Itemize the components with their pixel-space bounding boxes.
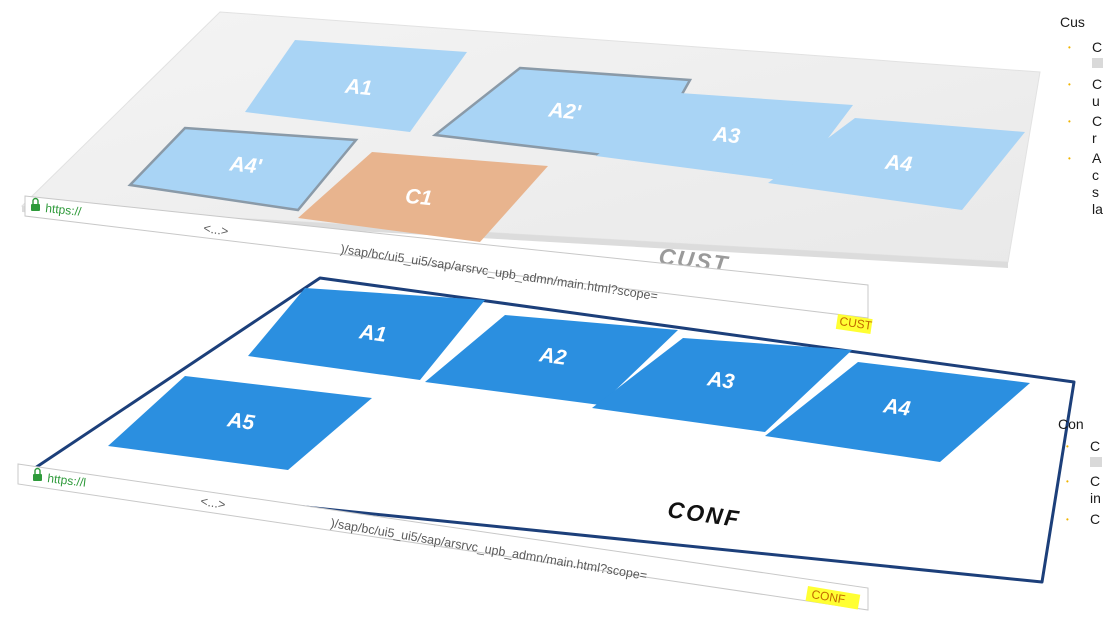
cust-tile-c1-label: C1	[404, 185, 433, 211]
conf-tile-a4	[765, 362, 1030, 462]
conf-url-scheme: https://l	[47, 471, 87, 490]
cust-side-line: s	[1092, 184, 1099, 200]
conf-tile-a2	[425, 315, 678, 405]
cust-url-ellipsis: <...>	[203, 221, 230, 238]
cust-tile-a4-label: A4	[883, 151, 913, 177]
conf-side-line: C	[1058, 473, 1102, 490]
conf-tile-a1-label: A1	[357, 320, 388, 347]
conf-side-placeholder	[1090, 457, 1102, 467]
cust-scope-highlight	[835, 314, 873, 335]
cust-side-line: A	[1060, 150, 1103, 167]
cust-layer: A1 A2' A3 A4 A4' C1 CUST https:// <...> …	[20, 11, 1041, 335]
conf-tile-a2-label: A2	[537, 343, 568, 370]
cust-tile-a3	[596, 93, 853, 182]
conf-side-line: C	[1058, 438, 1102, 455]
cust-side-panel: Cus C C u C r A c s la	[1060, 14, 1103, 218]
conf-url-ellipsis: <...>	[200, 494, 227, 512]
conf-side-panel: Con C C in C	[1058, 416, 1102, 528]
cust-tile-a4	[768, 118, 1025, 210]
cust-url-scope: CUST	[839, 314, 874, 333]
conf-layer: A1 A2 A3 A4 A5 CONF https://l <...> )/sa…	[17, 276, 1076, 611]
conf-tile-a5	[108, 376, 372, 470]
conf-tile-a5-label: A5	[225, 408, 256, 435]
cust-tile-a1-label: A1	[343, 75, 373, 101]
cust-side-line: C	[1060, 76, 1103, 93]
cust-side-line: c	[1092, 167, 1099, 183]
cust-side-heading: Cus	[1060, 14, 1085, 30]
lock-icon	[31, 197, 40, 211]
cust-tile-a2-modified-label: A2'	[547, 98, 583, 124]
lock-icon	[33, 467, 42, 481]
cust-side-line: u	[1092, 93, 1100, 109]
cust-tile-a3-label: A3	[711, 123, 741, 149]
conf-tile-a1	[248, 288, 485, 380]
cust-side-placeholder	[1092, 58, 1103, 68]
cust-tile-c1	[298, 152, 548, 242]
cust-side-line: C	[1060, 39, 1103, 56]
cust-side-line: la	[1092, 201, 1103, 217]
cust-side-line: r	[1092, 130, 1097, 146]
cust-url-scheme: https://	[45, 201, 83, 219]
conf-side-heading: Con	[1058, 416, 1084, 432]
cust-tile-a4-modified	[127, 126, 359, 212]
conf-tile-a3-label: A3	[705, 367, 736, 394]
cust-side-line: C	[1060, 113, 1103, 130]
conf-side-line: in	[1090, 490, 1101, 506]
conf-url-scope: CONF	[811, 587, 847, 606]
conf-side-line: C	[1058, 511, 1102, 528]
conf-tile-a3	[592, 338, 852, 432]
conf-scope-highlight	[805, 586, 861, 610]
conf-tile-a4-label: A4	[881, 394, 912, 421]
cust-tile-a1	[245, 40, 467, 132]
cust-tile-a4-modified-label: A4'	[228, 152, 264, 178]
